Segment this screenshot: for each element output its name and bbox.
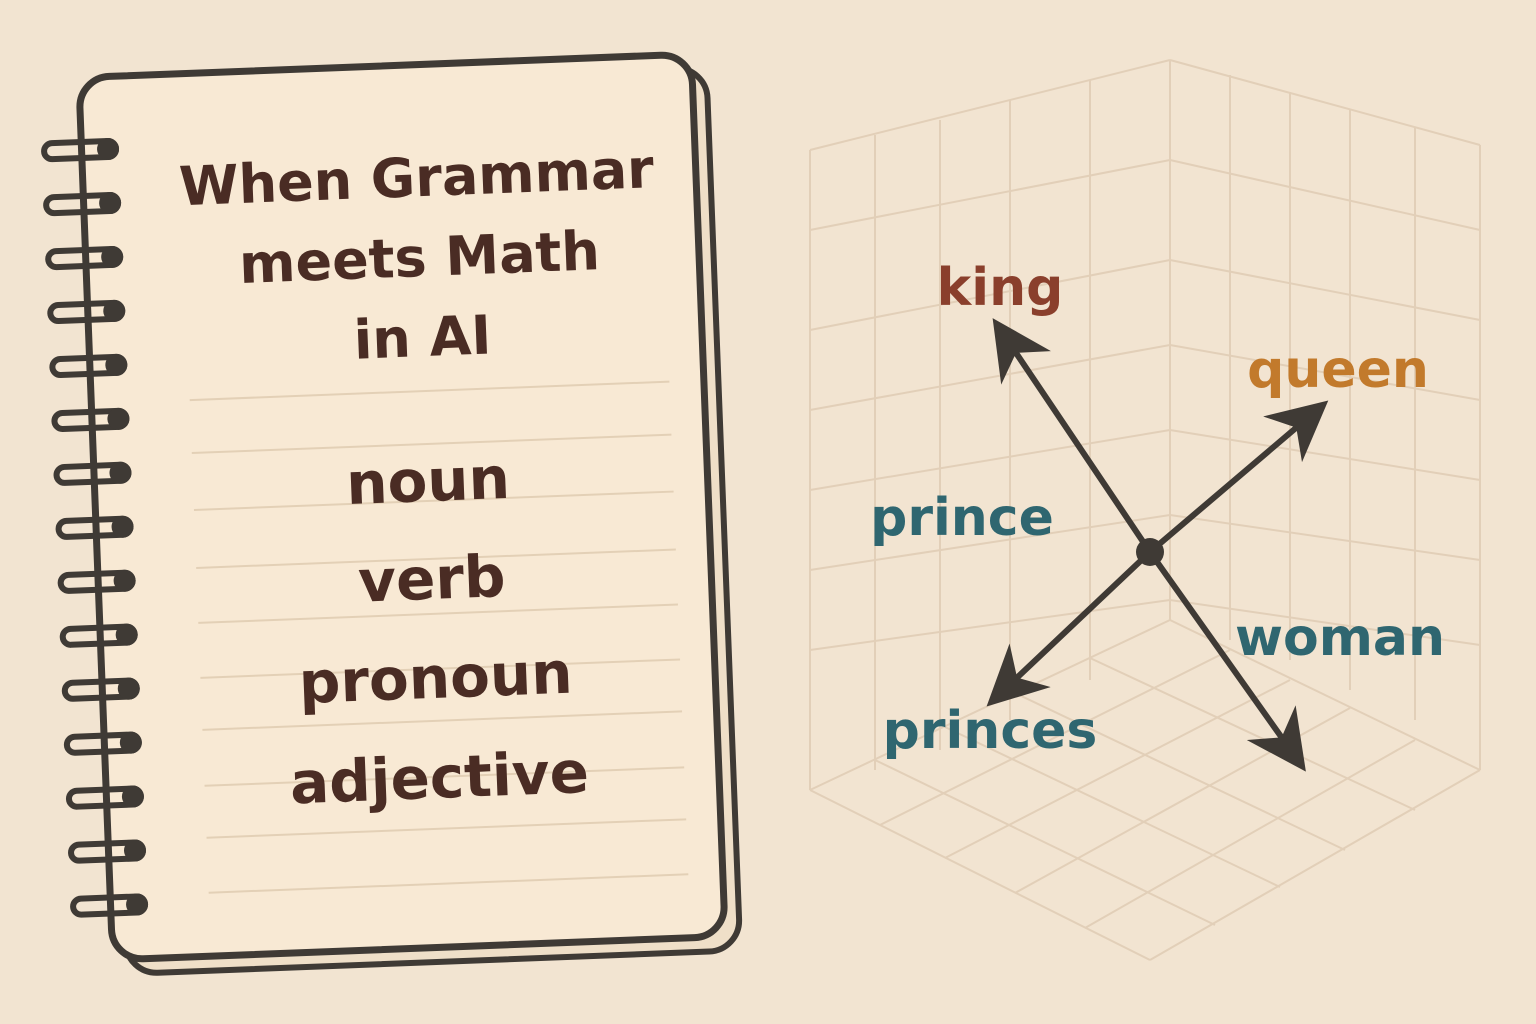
arrow-to-woman bbox=[1147, 549, 1306, 772]
grid-line bbox=[1169, 599, 1481, 646]
3d-grid bbox=[809, 59, 1481, 961]
grid-line bbox=[944, 679, 1291, 859]
grid-line bbox=[944, 726, 1281, 888]
label-princes: princes bbox=[883, 701, 1098, 761]
grid-line bbox=[809, 429, 1171, 491]
grid-line bbox=[1169, 344, 1481, 401]
grid-line bbox=[809, 599, 1171, 651]
grid-line bbox=[809, 259, 1171, 331]
arrow-to-princes bbox=[986, 549, 1153, 707]
grid-line bbox=[1169, 59, 1481, 146]
grid-line bbox=[874, 759, 1216, 926]
grid-line bbox=[1169, 429, 1481, 481]
grid-line bbox=[1089, 657, 1416, 811]
grid-line bbox=[809, 789, 1151, 961]
arrow-to-queen bbox=[1147, 400, 1329, 555]
label-queen: queen bbox=[1247, 340, 1429, 400]
arrow-to-king bbox=[992, 318, 1153, 555]
grid-line bbox=[1169, 514, 1481, 561]
grid-line bbox=[809, 159, 1171, 231]
grid-line bbox=[1169, 619, 1481, 771]
grid-line bbox=[1014, 692, 1346, 851]
word-labels: king queen prince princes woman bbox=[870, 258, 1445, 761]
label-woman: woman bbox=[1235, 608, 1445, 668]
grid-line bbox=[879, 649, 1231, 826]
grid-line bbox=[809, 514, 1171, 571]
grid-line bbox=[809, 59, 1171, 151]
grid-line bbox=[1169, 259, 1481, 321]
grid-line bbox=[809, 344, 1171, 411]
label-king: king bbox=[937, 258, 1064, 318]
grid-line bbox=[1084, 739, 1416, 929]
label-prince: prince bbox=[870, 488, 1054, 548]
origin-point bbox=[1136, 538, 1164, 566]
vector-arrows bbox=[986, 318, 1329, 772]
grid-line bbox=[1169, 159, 1481, 231]
grid-line bbox=[1149, 769, 1481, 961]
